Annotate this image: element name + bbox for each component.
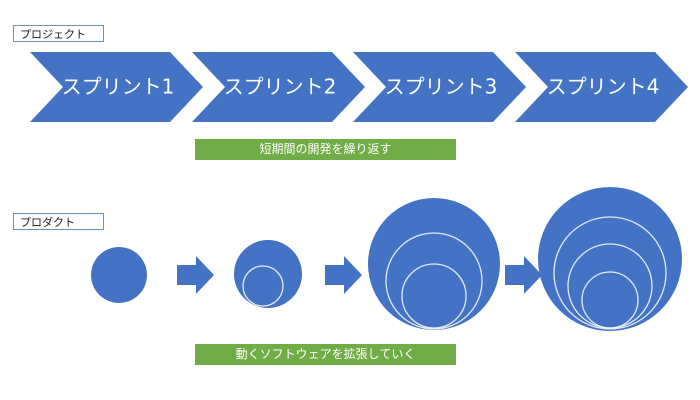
- sprint-chevron-4: スプリント4: [515, 52, 688, 122]
- sprint-chevron-2: スプリント2: [192, 52, 365, 122]
- right-arrow-icon: [505, 256, 542, 294]
- product-label: プロダクト: [13, 213, 104, 230]
- product-circle-3: [368, 198, 500, 330]
- growth-banner: 動くソフトウェアを拡張していく: [195, 344, 456, 365]
- product-circle-4: [538, 187, 682, 331]
- sprint-label-3: スプリント3: [385, 75, 498, 99]
- right-arrow-icon: [177, 256, 214, 294]
- sprint-label-4: スプリント4: [547, 75, 660, 99]
- product-circle-2: [234, 240, 302, 308]
- sprint-label-1: スプリント1: [62, 75, 175, 99]
- sprint-label-2: スプリント2: [224, 75, 337, 99]
- project-label: プロジェクト: [13, 25, 104, 42]
- iteration-banner: 短期間の開発を繰り返す: [195, 139, 456, 160]
- sprint-chevron-3: スプリント3: [353, 52, 526, 122]
- product-circle-1: [91, 247, 147, 303]
- sprint-chevron-1: スプリント1: [30, 52, 203, 122]
- right-arrow-icon: [325, 256, 362, 294]
